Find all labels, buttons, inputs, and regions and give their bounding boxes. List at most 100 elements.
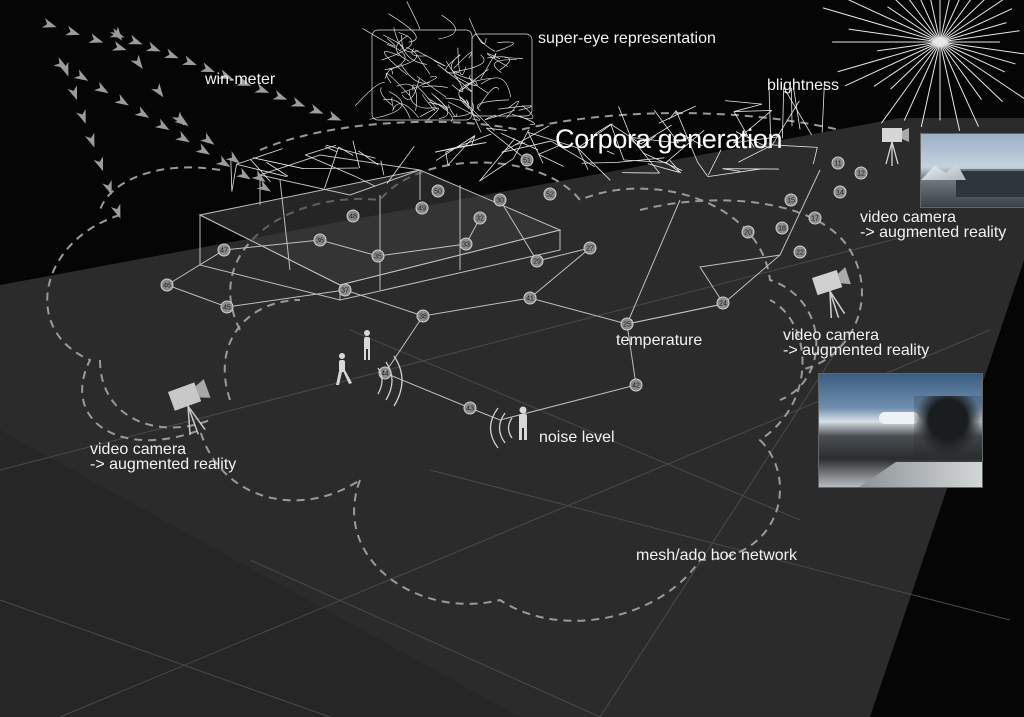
super-eye-stroke [447, 104, 458, 117]
wind-arrow [290, 96, 306, 107]
augmented-reality-photo-top [920, 133, 1024, 208]
starburst-ray [920, 0, 941, 43]
mesh-edge [821, 81, 825, 133]
mesh-edge [527, 132, 544, 164]
mesh-edge [456, 133, 492, 148]
mesh-edge [618, 106, 632, 138]
camera-left-sublabel: -> augmented reality [90, 456, 237, 473]
starburst-ray [939, 41, 1024, 99]
blightness-label: blightness [767, 77, 840, 94]
mesh-edge [305, 154, 356, 177]
mesh-edge [501, 140, 552, 153]
super-eye-stroke [381, 32, 413, 61]
person-icon [336, 353, 352, 385]
super-eye-stroke [409, 90, 435, 109]
mesh-edge [610, 123, 625, 161]
mesh-edge [577, 123, 613, 148]
photo-mountains [921, 163, 966, 180]
wind-arrow [151, 83, 164, 98]
starburst-ray [939, 0, 971, 43]
wind-arrow [130, 54, 143, 69]
mesh-edge [434, 142, 487, 153]
mesh-edge [640, 135, 656, 149]
starburst-ray [903, 41, 941, 121]
super-eye-stroke [396, 83, 417, 111]
starburst-ray [939, 41, 1005, 73]
wind-arrow [76, 109, 86, 124]
starburst-ray [939, 30, 1020, 43]
starburst-ray [895, 0, 941, 43]
sensor-node: 43 [463, 401, 477, 415]
person-icon [364, 330, 370, 360]
camera-right-top-label: video camera [860, 209, 957, 226]
mesh-edge [355, 176, 376, 187]
sensor-node-label: 29 [533, 259, 541, 266]
super-eye-stroke [354, 82, 385, 107]
mesh-edge [665, 162, 682, 174]
mesh-edge [577, 147, 611, 181]
sensor-node: 51 [520, 153, 534, 167]
super-eye-stroke [487, 56, 510, 71]
starburst-ray [939, 41, 1024, 55]
mesh-edge [447, 135, 476, 166]
starburst-ray [837, 41, 941, 73]
mesh-edge [252, 157, 304, 170]
wind-arrow [67, 85, 78, 101]
wind-arrow [195, 143, 211, 155]
starburst-ray [877, 41, 941, 52]
mesh-edge [658, 105, 696, 124]
super-eye-stroke [384, 46, 417, 71]
super-eye-stroke [428, 102, 450, 108]
mesh-edge [722, 168, 741, 172]
starburst-ray [909, 0, 941, 43]
mesh-edge [630, 137, 679, 144]
sensor-node: 29 [530, 254, 544, 268]
super-eye-stroke [504, 57, 524, 59]
sensor-node-label: 20 [744, 230, 752, 237]
starburst-ray [930, 0, 941, 43]
mesh-edge [528, 131, 578, 149]
super-eye-stroke [411, 48, 428, 57]
sensor-node: 30 [493, 193, 507, 207]
mesh-edge [550, 140, 595, 168]
super-eye-stroke [369, 91, 403, 120]
sensor-node-label: 17 [811, 216, 819, 223]
sensor-node: 42 [629, 378, 643, 392]
wind-arrow [200, 62, 215, 73]
sensor-node-label: 18 [778, 226, 786, 233]
mesh-network-label: mesh/ado hoc network [636, 547, 797, 564]
building-wireframe [198, 154, 562, 301]
wind-arrow [225, 151, 240, 164]
sensor-node-label: 47 [220, 248, 228, 255]
sensor-node-label: 12 [857, 171, 865, 178]
sensor-node: 25 [620, 317, 634, 331]
mesh-edge [380, 160, 385, 176]
wind-arrow [171, 111, 185, 126]
starburst-ray [939, 41, 982, 100]
starburst-ray [939, 41, 1003, 102]
sensor-node: 32 [473, 211, 487, 225]
starburst-ray [939, 41, 979, 127]
mesh-edge [538, 143, 563, 155]
sensor-node: 45 [220, 300, 234, 314]
wind-arrow [200, 132, 215, 145]
sensor-node: 15 [784, 193, 798, 207]
mesh-coverage-clouds [46, 112, 863, 622]
sensor-node-label: 36 [316, 238, 324, 245]
mesh-edge [771, 100, 800, 146]
super-eye-frame-right [471, 33, 533, 117]
wind-arrow [174, 113, 189, 127]
super-eye-stroke [453, 51, 473, 69]
sensor-node-label: 22 [796, 250, 804, 257]
mesh-edge [250, 159, 271, 182]
mesh-edge [303, 167, 359, 170]
wind-arrow [308, 103, 324, 114]
super-eye-stroke [419, 107, 439, 121]
sensor-node-label: 52 [546, 192, 554, 199]
mesh-edge [501, 133, 539, 151]
mesh-edge [783, 87, 813, 136]
wind-arrow [88, 33, 104, 43]
sensor-node-label: 43 [466, 406, 474, 413]
super-eye-stroke [469, 75, 489, 94]
